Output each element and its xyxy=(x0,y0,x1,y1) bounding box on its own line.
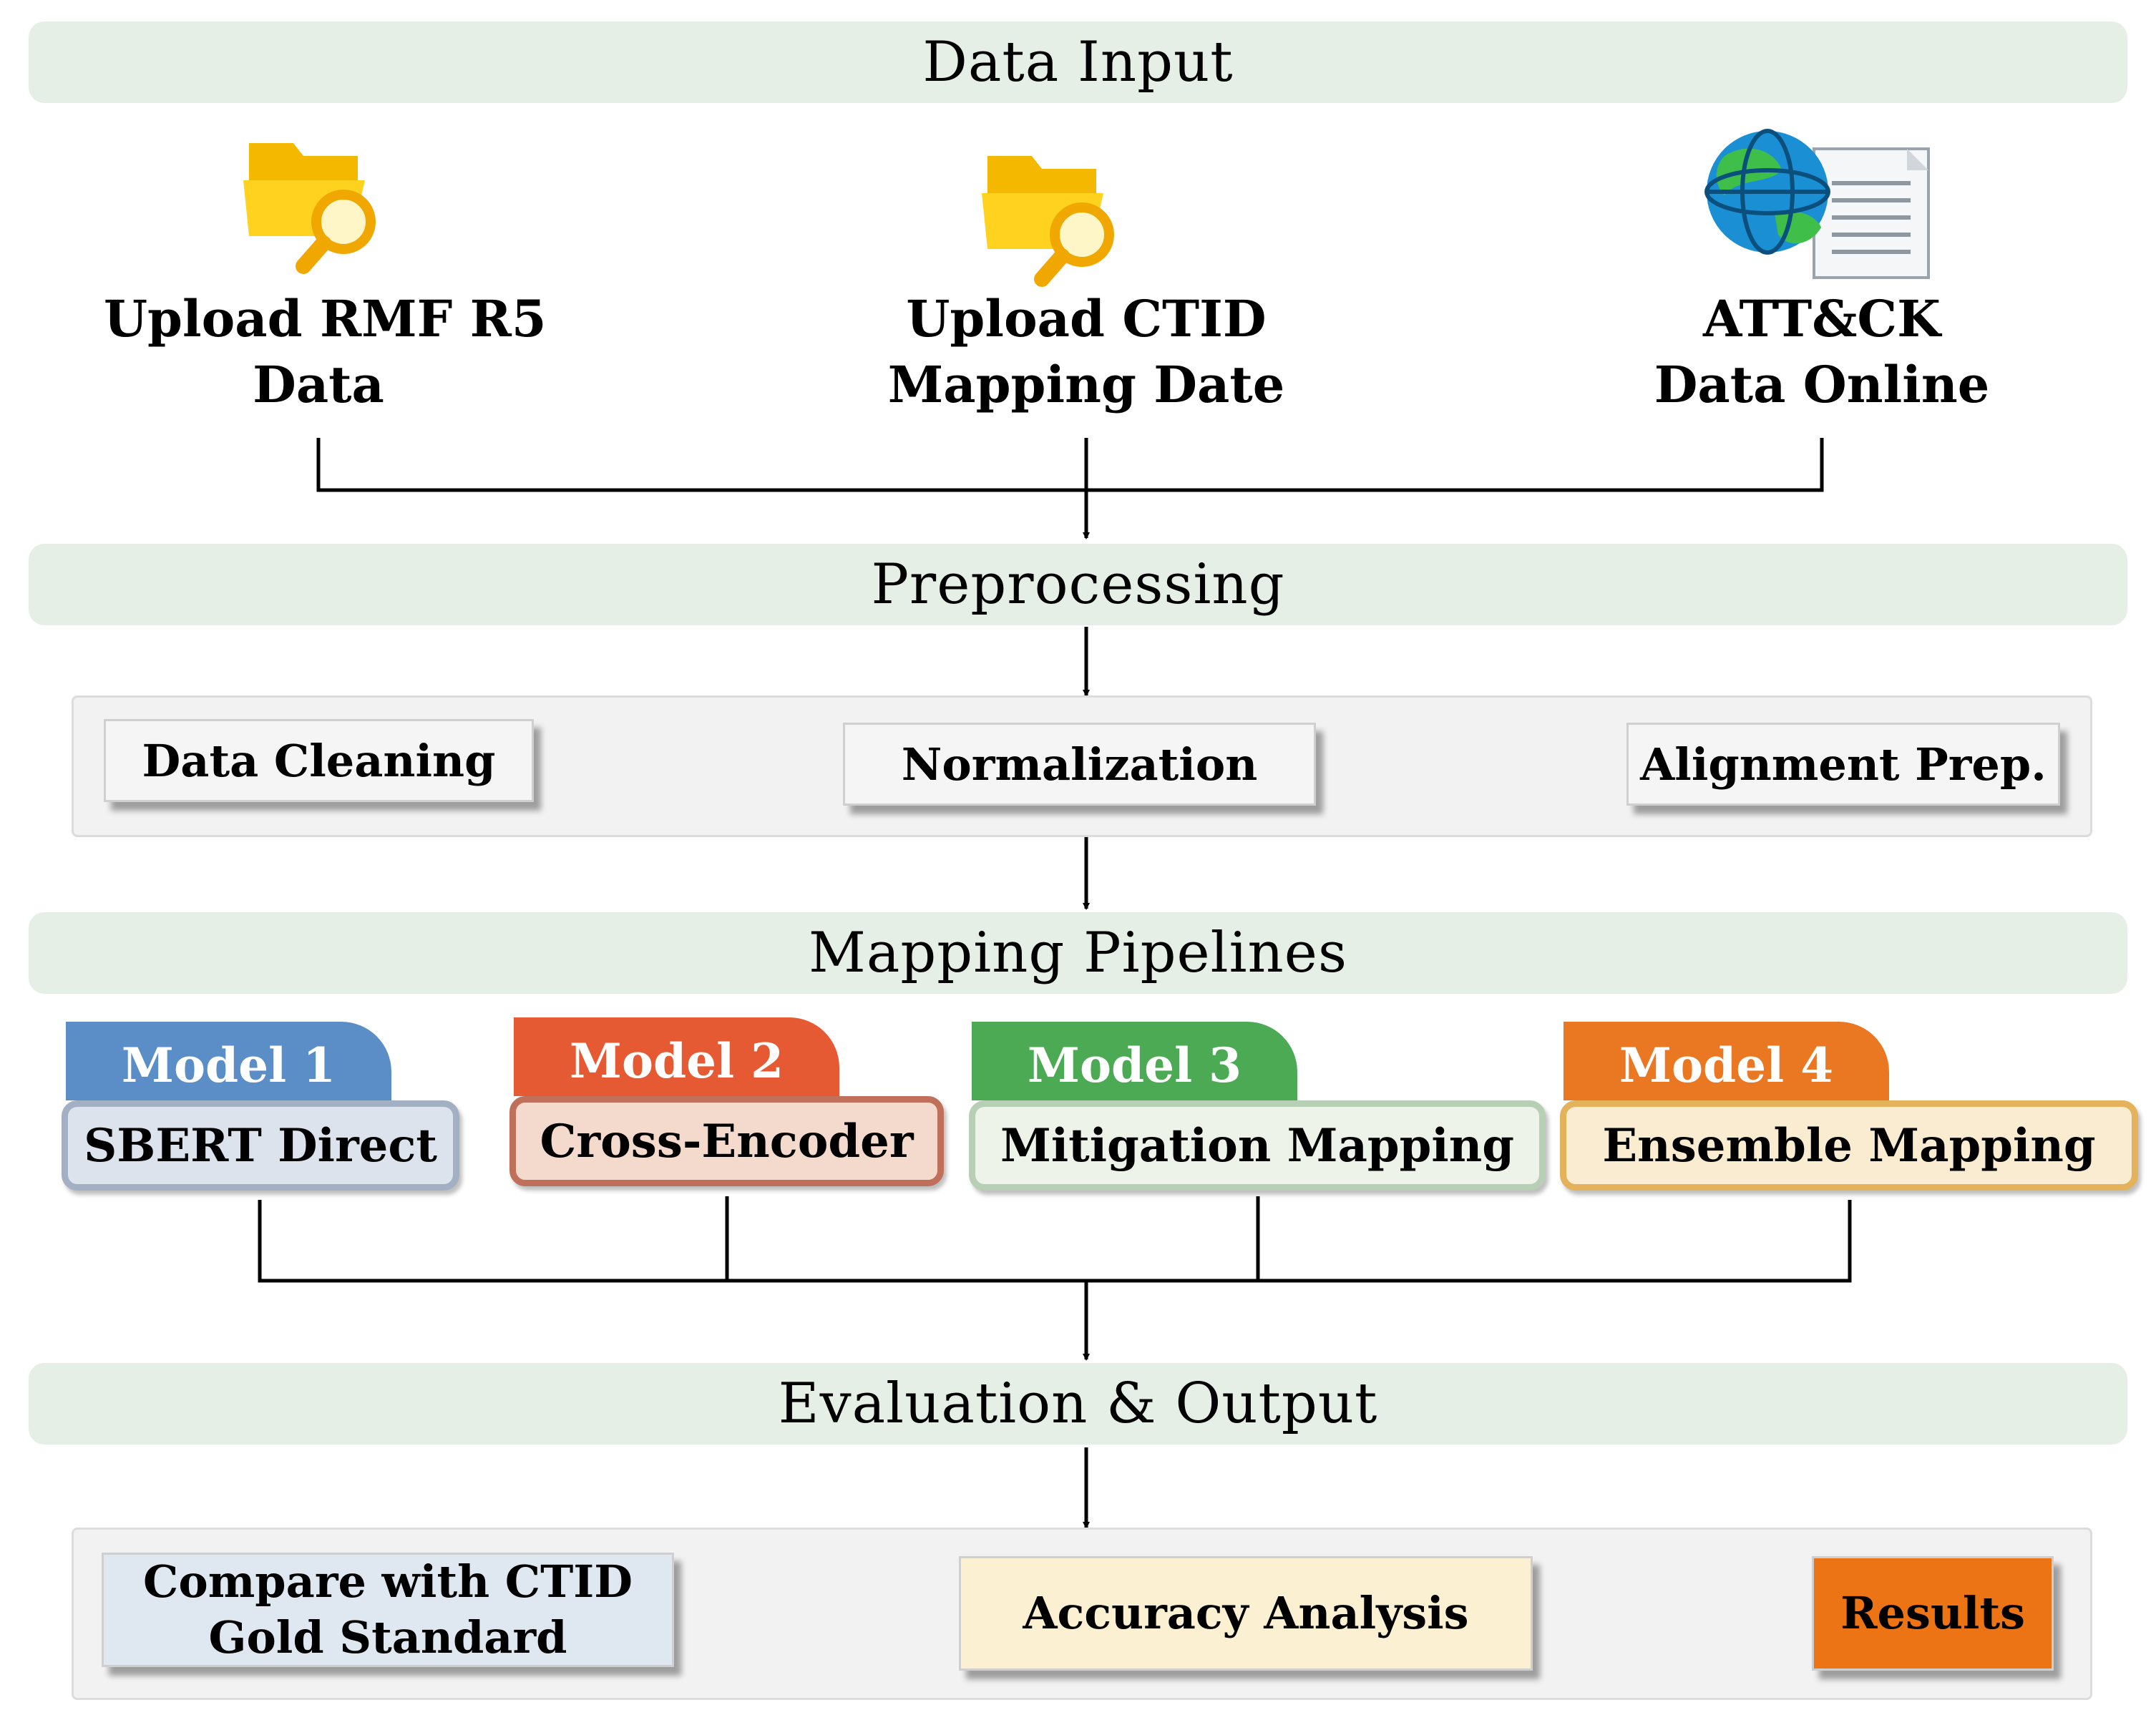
model-name: Cross-Encoder xyxy=(540,1114,914,1168)
section-title: Data Input xyxy=(922,30,1234,94)
section-data-input: Data Input xyxy=(29,21,2127,103)
source-merge-line xyxy=(316,438,1824,492)
folder-search-icon xyxy=(243,143,376,274)
source-rmf: Upload RMF R5 Data xyxy=(104,286,547,418)
model1-tab: Model 1 xyxy=(66,1022,391,1100)
source-label-line1: Upload RMF R5 xyxy=(104,289,547,348)
source-ctid: Upload CTID Mapping Date xyxy=(872,286,1301,418)
source-label-line1: ATT&CK xyxy=(1703,289,1941,348)
model2-box: Cross-Encoder xyxy=(509,1096,944,1186)
accuracy-label: Accuracy Analysis xyxy=(1023,1587,1469,1639)
model2-tab: Model 2 xyxy=(514,1017,839,1096)
model-tab-label: Model 3 xyxy=(1027,1037,1242,1093)
section-title: Mapping Pipelines xyxy=(809,921,1347,985)
globe-document-icon xyxy=(1704,129,1930,279)
step-compare-gold-standard: Compare with CTID Gold Standard xyxy=(102,1553,674,1667)
model-tab-label: Model 2 xyxy=(569,1033,784,1089)
model1-box: SBERT Direct xyxy=(62,1100,459,1191)
source-label-line1: Upload CTID xyxy=(906,289,1267,348)
source-label-line2: Mapping Date xyxy=(887,355,1285,414)
source-attack: ATT&CK Data Online xyxy=(1607,286,2037,418)
model4-tab: Model 4 xyxy=(1564,1022,1889,1100)
model-name: SBERT Direct xyxy=(84,1118,437,1173)
section-title: Evaluation & Output xyxy=(778,1372,1378,1436)
model3-box: Mitigation Mapping xyxy=(969,1100,1546,1191)
step-label: Normalization xyxy=(901,738,1258,791)
section-title: Preprocessing xyxy=(871,552,1285,617)
step-label: Alignment Prep. xyxy=(1640,738,2047,791)
compare-line2: Gold Standard xyxy=(208,1611,567,1663)
step-alignment-prep: Alignment Prep. xyxy=(1626,723,2060,806)
model-name: Mitigation Mapping xyxy=(1000,1118,1515,1173)
results-label: Results xyxy=(1840,1587,2026,1639)
model-tab-label: Model 4 xyxy=(1619,1037,1834,1093)
source-label-line2: Data xyxy=(253,355,384,414)
source-label-line2: Data Online xyxy=(1654,355,1990,414)
section-preprocessing: Preprocessing xyxy=(29,544,2127,625)
step-accuracy-analysis: Accuracy Analysis xyxy=(959,1556,1533,1671)
step-normalization: Normalization xyxy=(843,723,1316,806)
compare-line1: Compare with CTID xyxy=(143,1555,633,1608)
results-box: Results xyxy=(1812,1556,2054,1671)
step-label: Data Cleaning xyxy=(142,734,496,787)
folder-search-icon xyxy=(982,156,1114,287)
model-merge-line xyxy=(258,1200,1852,1283)
model-name: Ensemble Mapping xyxy=(1602,1118,2096,1173)
model4-box: Ensemble Mapping xyxy=(1560,1100,2138,1191)
step-data-cleaning: Data Cleaning xyxy=(104,719,534,802)
section-evaluation-output: Evaluation & Output xyxy=(29,1363,2127,1445)
model3-tab: Model 3 xyxy=(972,1022,1297,1100)
model-tab-label: Model 1 xyxy=(121,1037,336,1093)
section-mapping-pipelines: Mapping Pipelines xyxy=(29,912,2127,994)
